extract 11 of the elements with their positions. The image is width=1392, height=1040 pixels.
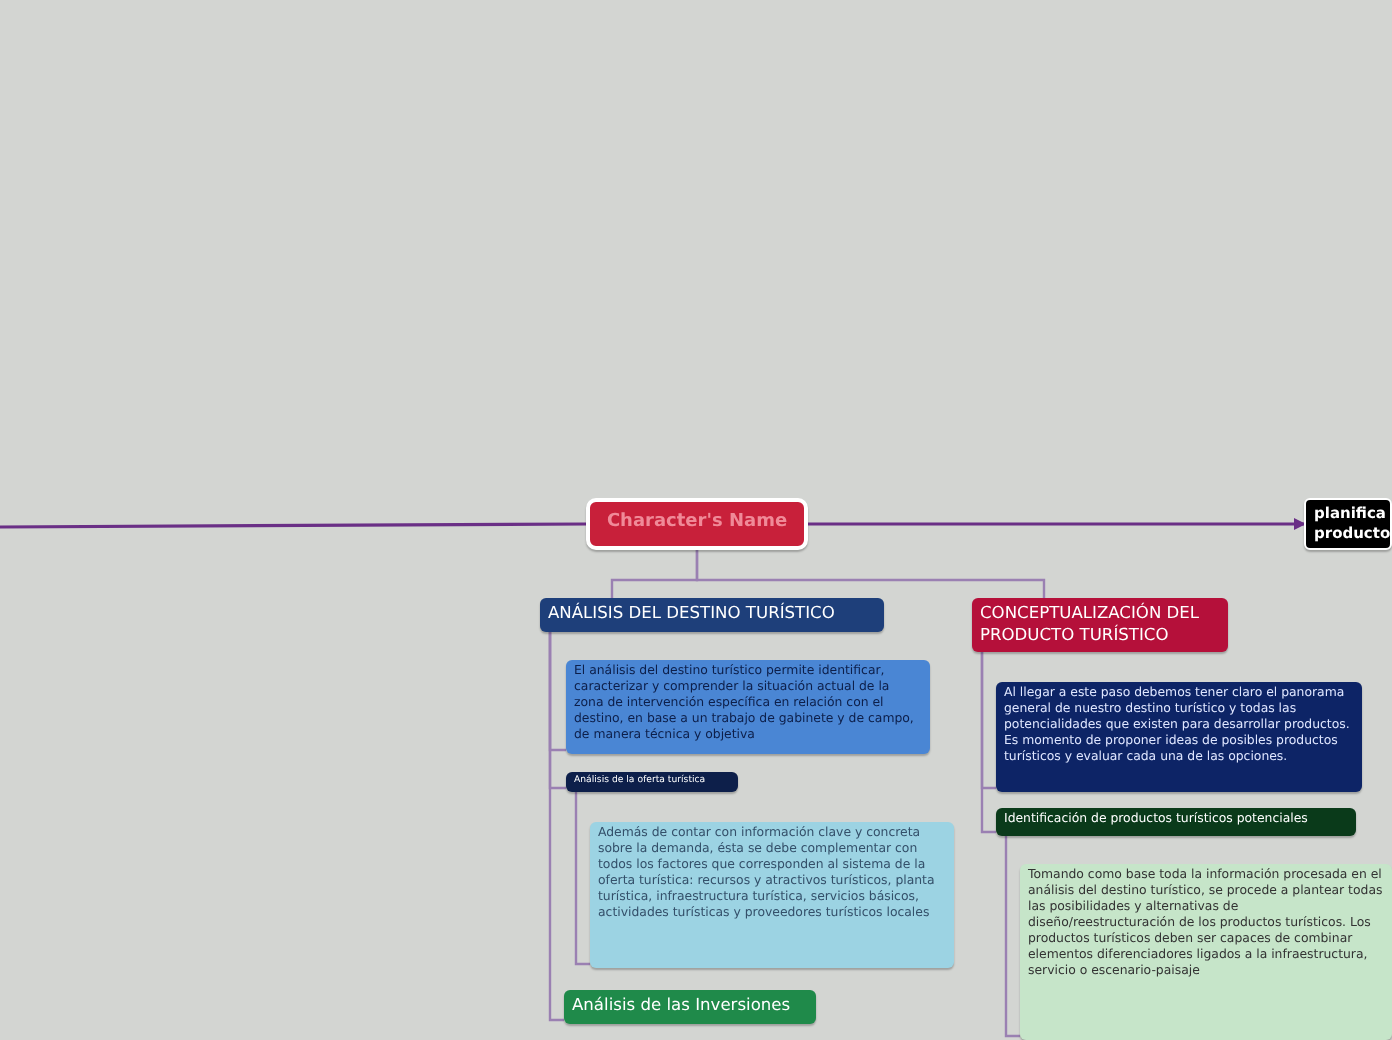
connector-line: [695, 550, 1046, 598]
central-topic: Character's Name: [586, 498, 808, 550]
topic-box: CONCEPTUALIZACIÓN DEL PRODUCTO TURÍSTICO: [972, 598, 1228, 652]
connector-line: [980, 652, 996, 834]
subtopic-box: Análisis de las Inversiones: [564, 990, 816, 1024]
connector-line: [574, 792, 590, 966]
connector-line: [548, 632, 564, 1022]
arrow: [808, 518, 1306, 530]
connector-line: [0, 522, 586, 529]
topic-box: ANÁLISIS DEL DESTINO TURÍSTICO: [540, 598, 884, 632]
connector-line: [1004, 836, 1020, 1038]
